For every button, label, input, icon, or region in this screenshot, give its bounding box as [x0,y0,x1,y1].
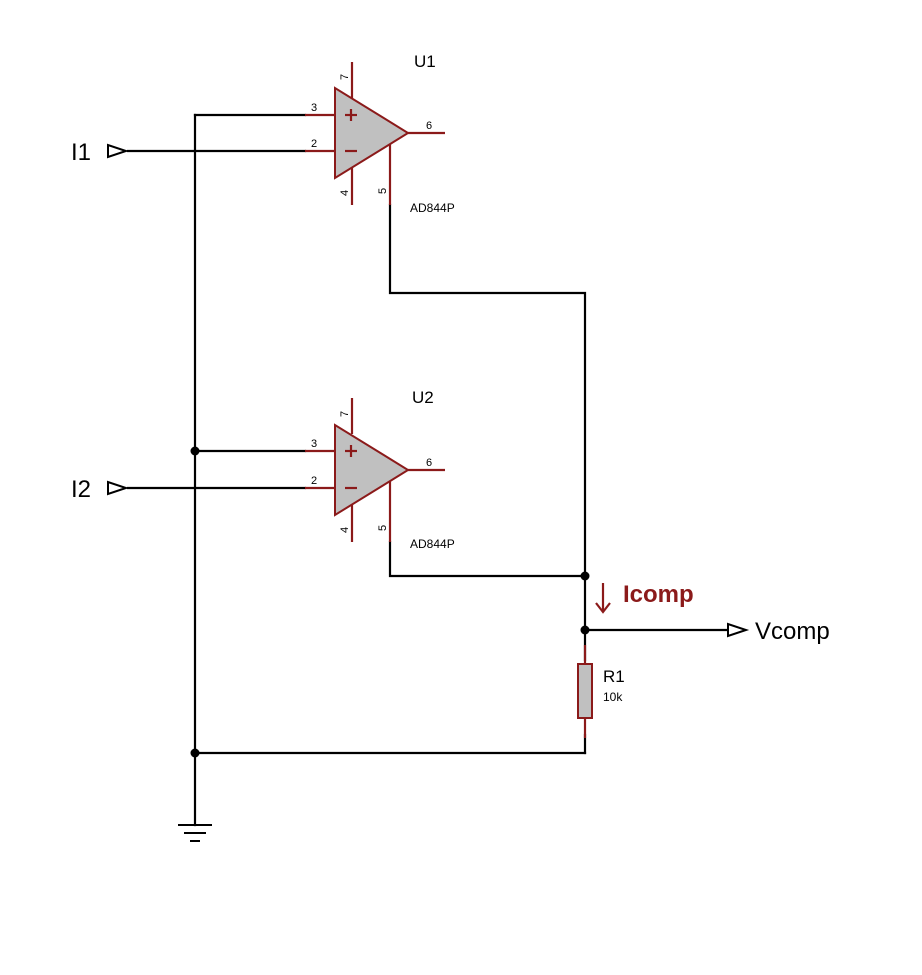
opamp-u1[interactable]: 3 2 6 7 4 5 U1 AD844P [305,52,455,215]
u1-pin5-label: 5 [377,188,389,194]
u1-pin7-label: 7 [339,74,351,80]
resistor-r1[interactable]: R1 10k [577,645,625,738]
terminal-i1[interactable]: I1 [71,139,130,166]
terminal-i1-label: I1 [71,139,91,166]
u2-pin3-label: 3 [311,438,317,450]
u2-pin2-label: 2 [311,475,317,487]
u1-pin3-label: 3 [311,102,317,114]
terminal-vcomp[interactable]: Vcomp [727,618,830,645]
input-terminal-icon [107,480,130,496]
junction-dot [580,625,590,635]
input-terminal-icon [107,143,130,159]
u1-tz-wire [388,203,587,578]
current-label: Icomp [623,581,694,608]
u2-tz-wire [388,540,587,578]
u2-pin5-label: 5 [377,525,389,531]
junction-dot [190,446,200,456]
down-arrow-icon [595,602,611,614]
u2-pin6-label: 6 [426,457,432,469]
r1-value-label: 10k [603,690,623,704]
terminal-i2-label: I2 [71,476,91,503]
u1-pin2-label: 2 [311,138,317,150]
r1-body [577,663,593,719]
ground-icon [178,824,212,842]
junction-dot [580,571,590,581]
r1-ref-label: R1 [603,667,625,686]
junctions [190,446,590,758]
u1-pin6-label: 6 [426,120,432,132]
output-terminal-icon [727,622,750,638]
current-annotation: Icomp [595,581,694,614]
terminal-i2[interactable]: I2 [71,476,130,503]
terminal-vcomp-label: Vcomp [755,618,830,645]
wires [126,113,730,827]
u1-part-label: AD844P [410,201,455,215]
u1-triangle [334,86,410,180]
junction-dot [190,748,200,758]
u1-ref-label: U1 [414,52,436,71]
u2-triangle [334,423,410,517]
u2-part-label: AD844P [410,537,455,551]
u2-ref-label: U2 [412,388,434,407]
opamp-u2[interactable]: 3 2 6 7 4 5 U2 AD844P [305,388,455,551]
u2-pin4-label: 4 [339,527,351,533]
u1-pin4-label: 4 [339,190,351,196]
u2-pin7-label: 7 [339,411,351,417]
